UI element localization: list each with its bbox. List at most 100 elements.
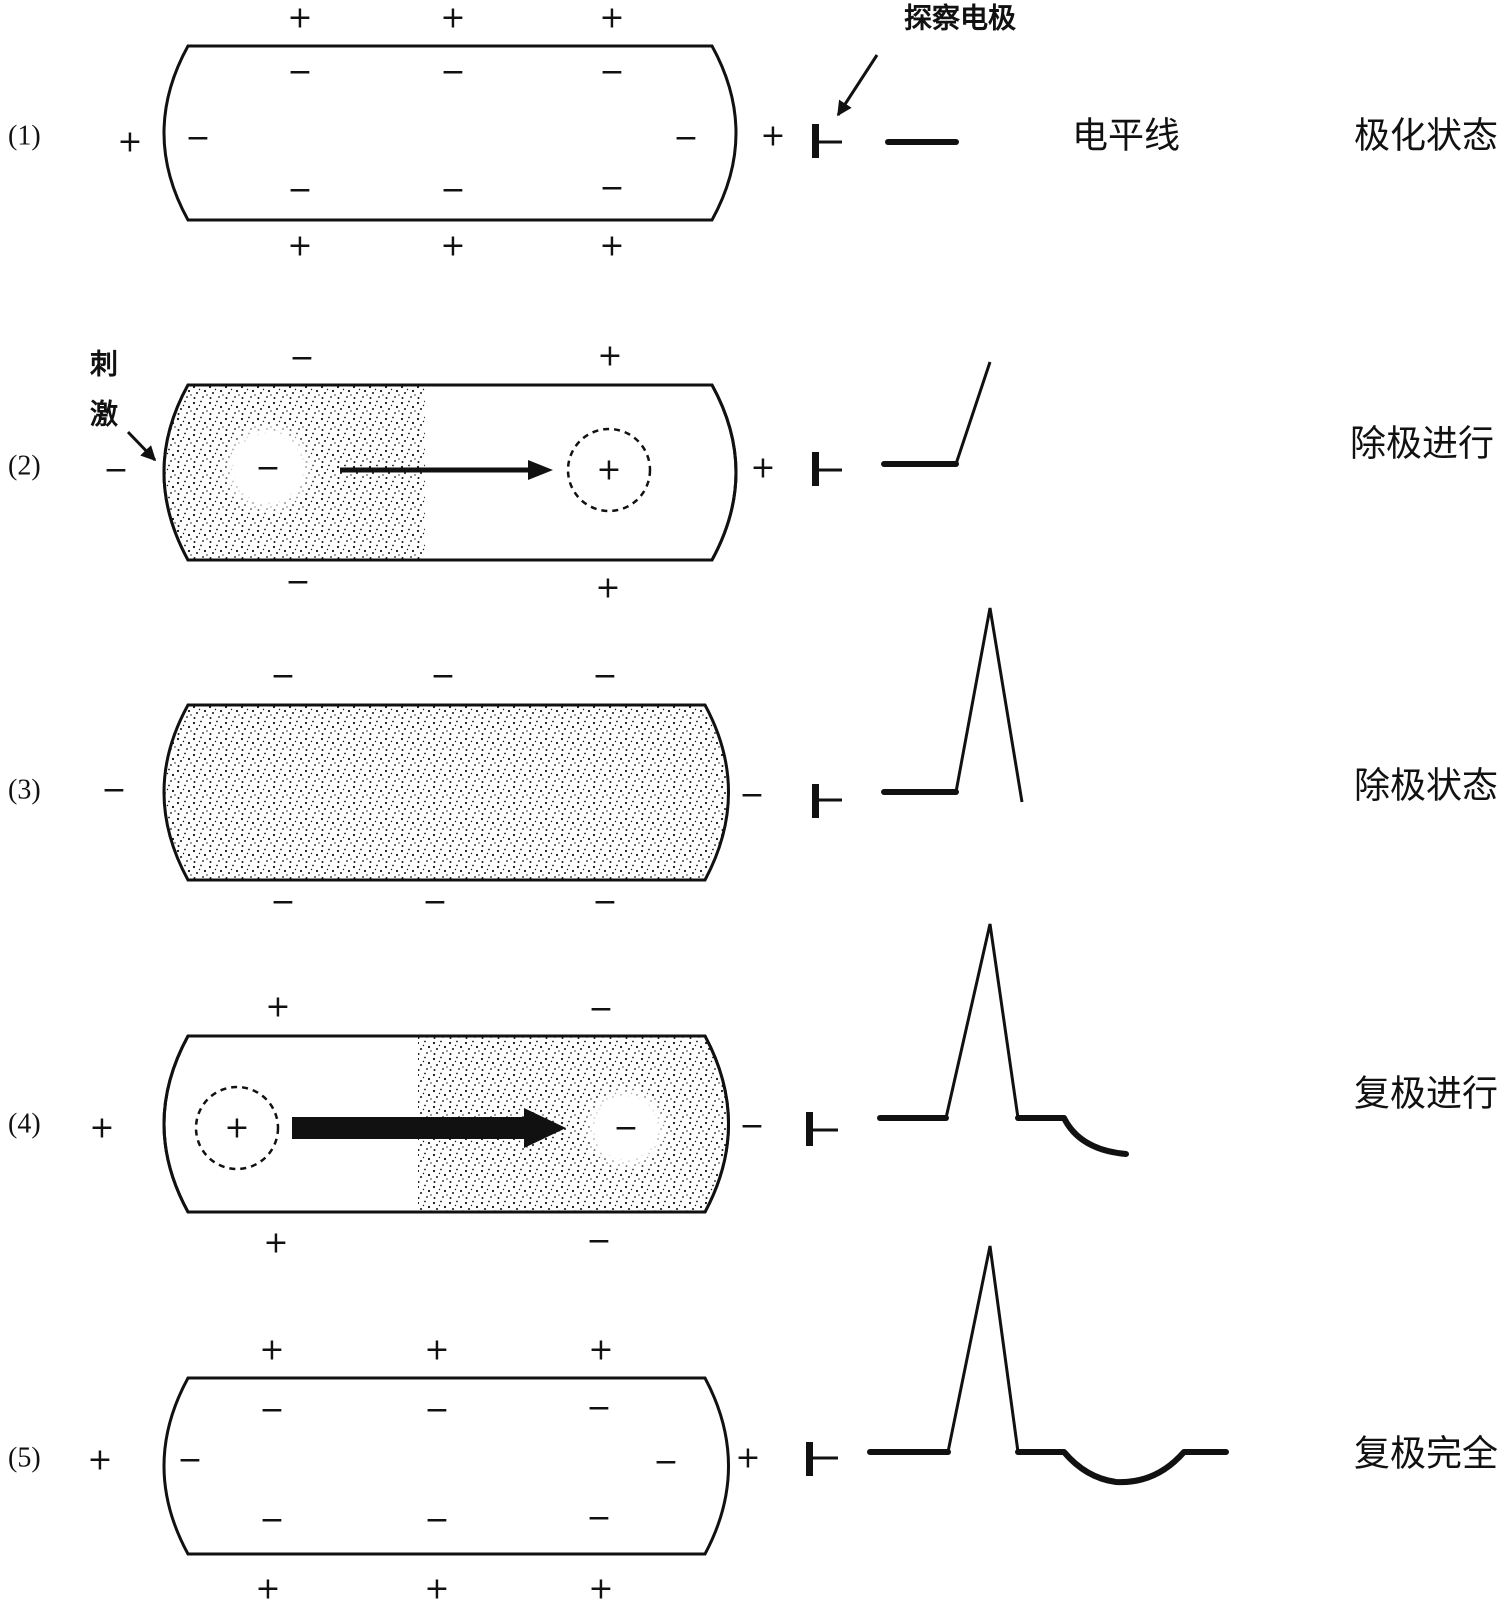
plus-sign: +: [440, 1, 465, 36]
stage-5: (5) + + + − − − + − − + − − − + + + 复极完全: [8, 1245, 1498, 1603]
plus-sign: +: [596, 453, 621, 488]
stage-2: (2) − + − − + + − + 除极进行: [8, 339, 1494, 606]
minus-sign: −: [270, 659, 295, 694]
stage-3-number: (3): [8, 775, 41, 806]
stage-5-cell: [162, 1376, 730, 1556]
stage-2-electrode: [812, 452, 842, 486]
minus-sign: −: [586, 1501, 611, 1536]
minus-sign: −: [101, 773, 126, 808]
minus-sign: −: [586, 1224, 611, 1259]
minus-sign: −: [285, 565, 310, 600]
stage-2-signs: − + − − + + − +: [103, 339, 775, 606]
minus-sign: −: [259, 1503, 284, 1538]
stage-5-electrode: [806, 1442, 838, 1476]
electrode-label: 探察电极: [904, 2, 1016, 35]
stage-1-electrode: [812, 124, 842, 158]
plus-sign: +: [599, 1, 624, 36]
stage-2-trace-upstroke: [954, 361, 992, 465]
plus-sign: +: [255, 1572, 280, 1603]
stage-3-trace-spike: [954, 607, 1024, 803]
stage-3-state: 除极状态: [1354, 766, 1498, 807]
stage-2-positive-focus: [566, 427, 652, 513]
minus-sign: −: [289, 341, 314, 376]
stage-2-negative-focus: [220, 420, 316, 516]
plus-sign: +: [265, 990, 290, 1025]
stage-5-number: (5): [8, 1443, 41, 1474]
plus-sign: +: [89, 1111, 114, 1146]
stage-3-signs: − − − − − − − −: [101, 659, 764, 920]
minus-sign: −: [185, 121, 210, 156]
stimulus-label-line1: 刺: [90, 348, 118, 381]
stimulus-pointer-arrow: [126, 430, 157, 462]
stage-1: (1) + + + − − − + − − + − − − + + + 电平线 …: [8, 1, 1498, 264]
plus-sign: +: [735, 1441, 760, 1476]
stage-5-signs: + + + − − − + − − + − − − + + +: [87, 1333, 760, 1603]
stage-4-negative-focus: [582, 1084, 670, 1172]
stage-2-vector-arrowhead: [528, 460, 553, 480]
plus-sign: +: [287, 1, 312, 36]
stage-5-state: 复极完全: [1354, 1434, 1498, 1475]
minus-sign: −: [259, 1393, 284, 1428]
plus-sign: +: [597, 339, 622, 374]
stage-1-number: (1): [8, 121, 41, 152]
stage-4-signs: + − + + − − + −: [89, 990, 764, 1261]
baseline-label: 电平线: [1072, 116, 1180, 157]
minus-sign: −: [599, 55, 624, 90]
stage-3-cell: [162, 703, 730, 882]
minus-sign: −: [586, 1391, 611, 1426]
plus-sign: +: [588, 1572, 613, 1603]
plus-sign: +: [595, 571, 620, 606]
stage-2-number: (2): [8, 451, 41, 482]
plus-sign: +: [263, 1226, 288, 1261]
stage-1-state: 极化状态: [1354, 116, 1498, 157]
electrode-pointer-arrow: [836, 54, 879, 117]
stage-1-signs: + + + − − − + − − + − − − + + +: [117, 1, 785, 264]
stage-4-vector-arrow: [292, 1117, 528, 1139]
plus-sign: +: [424, 1572, 449, 1603]
plus-sign: +: [117, 125, 142, 160]
plus-sign: +: [424, 1333, 449, 1368]
minus-sign: −: [430, 659, 455, 694]
plus-sign: +: [224, 1111, 249, 1146]
minus-sign: −: [653, 1445, 678, 1480]
plus-sign: +: [588, 1333, 613, 1368]
plus-sign: +: [750, 451, 775, 486]
minus-sign: −: [422, 885, 447, 920]
stage-4-positive-focus: [194, 1085, 280, 1171]
minus-sign: −: [592, 659, 617, 694]
minus-sign: −: [440, 173, 465, 208]
stage-4-trace-t-wave: [1015, 1115, 1129, 1157]
minus-sign: −: [440, 55, 465, 90]
stage-4-state: 复极进行: [1354, 1074, 1498, 1115]
plus-sign: +: [760, 119, 785, 154]
minus-sign: −: [673, 121, 698, 156]
stage-5-trace-t-wave: [1015, 1449, 1229, 1486]
minus-sign: −: [599, 171, 624, 206]
plus-sign: +: [87, 1443, 112, 1478]
stage-3-electrode: [812, 784, 842, 818]
stage-4-trace-spike: [944, 923, 1020, 1119]
stimulus-label-line2: 激: [90, 398, 118, 431]
stage-5-trace-spike: [946, 1245, 1020, 1453]
minus-sign: −: [255, 451, 280, 486]
stage-2-state: 除极进行: [1350, 424, 1494, 465]
plus-sign: +: [287, 229, 312, 264]
minus-sign: −: [424, 1393, 449, 1428]
minus-sign: −: [739, 778, 764, 813]
stage-3: (3) − − − − − − − − 除极状态: [8, 607, 1498, 920]
plus-sign: +: [259, 1333, 284, 1368]
minus-sign: −: [287, 55, 312, 90]
stage-4-vector-arrowhead: [524, 1108, 566, 1148]
minus-sign: −: [287, 173, 312, 208]
minus-sign: −: [588, 992, 613, 1027]
stage-4-number: (4): [8, 1109, 41, 1140]
stage-4: (4) + − + + − − + − 复极进行: [8, 923, 1498, 1261]
minus-sign: −: [177, 1443, 202, 1478]
stage-1-cell: [162, 44, 738, 222]
minus-sign: −: [592, 885, 617, 920]
plus-sign: +: [440, 229, 465, 264]
minus-sign: −: [103, 453, 128, 488]
minus-sign: −: [613, 1111, 638, 1146]
